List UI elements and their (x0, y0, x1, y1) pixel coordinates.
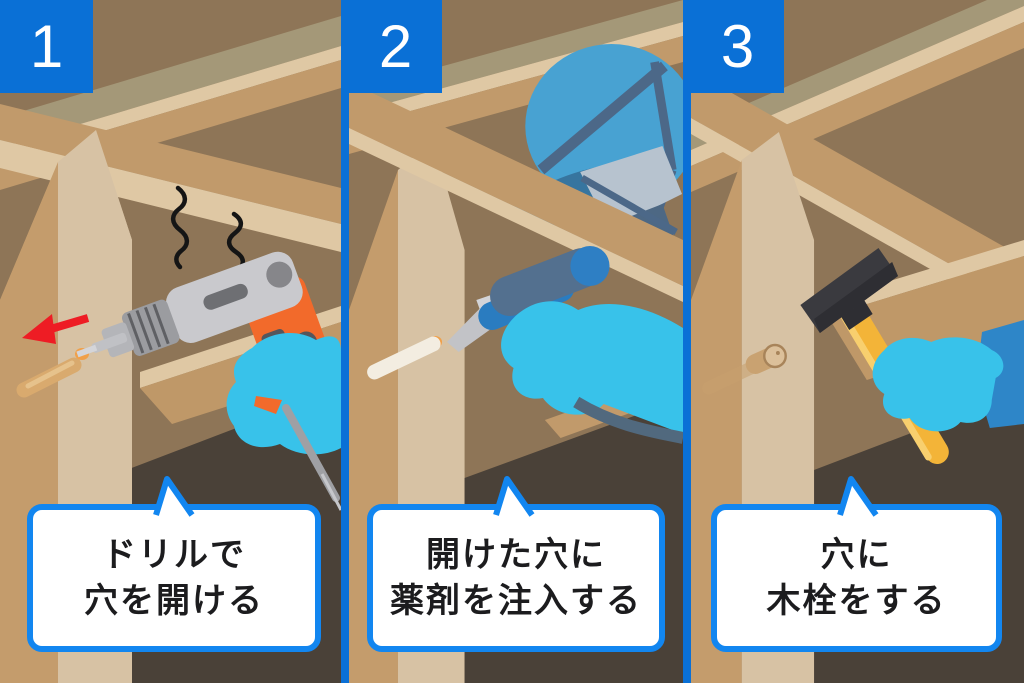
bubble-pointer (493, 476, 535, 519)
glove-hand (872, 337, 1004, 432)
step-3-badge: 3 (691, 0, 784, 93)
glove-hand (226, 333, 341, 455)
panel-divider (341, 0, 349, 683)
step-3-caption-bubble: 穴に 木栓をする (711, 476, 1002, 652)
drill-handle-tip (254, 396, 282, 414)
caption-line: ドリルで (102, 535, 246, 574)
power-cord (282, 404, 341, 511)
step-number: 1 (29, 12, 64, 80)
bubble-pointer (153, 476, 195, 519)
panel-step-2: 2 開けた穴に 薬剤を注入する (349, 0, 683, 683)
step-number: 3 (720, 12, 755, 80)
caption-line: 穴に (820, 535, 893, 574)
caption-line: 木栓をする (766, 582, 947, 620)
step-1-badge: 1 (0, 0, 93, 93)
step-number: 2 (378, 12, 413, 80)
step-2-caption-bubble: 開けた穴に 薬剤を注入する (367, 476, 665, 652)
caption-line: 薬剤を注入する (390, 582, 642, 620)
wood-plug-icon (702, 343, 787, 395)
glove-hand (501, 301, 683, 434)
panel-step-3: 3 穴に 木栓をする (691, 0, 1024, 683)
step-2-badge: 2 (349, 0, 442, 93)
bubble-pointer (837, 476, 879, 519)
chemical-hose (573, 396, 683, 444)
chemical-spray (367, 336, 443, 380)
caption-line: 穴を開ける (84, 582, 264, 620)
step-1-caption-bubble: ドリルで 穴を開ける (27, 476, 321, 652)
panel-divider (683, 0, 691, 683)
panel-step-1: 1 ドリルで 穴を開ける (0, 0, 341, 683)
caption-line: 開けた穴に (426, 535, 606, 574)
vibration-lines-icon (170, 185, 246, 274)
red-arrow-icon (22, 314, 90, 344)
